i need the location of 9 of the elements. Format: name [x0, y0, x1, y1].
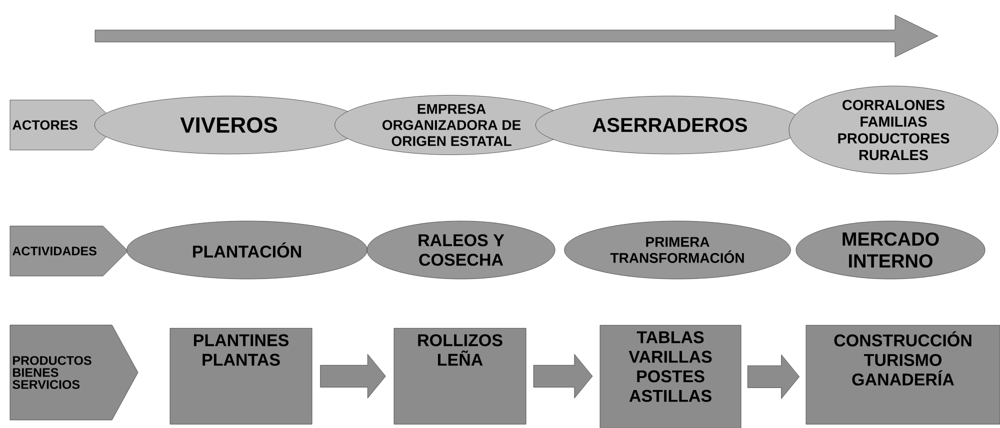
- category-tag: ACTIVIDADES: [10, 226, 128, 276]
- category-tag: PRODUCTOS BIENES SERVICIOS: [10, 324, 138, 420]
- product-box: TABLAS VARILLAS POSTES ASTILLAS: [600, 325, 742, 428]
- product-box: CONSTRUCCIÓN TURISMO GANADERÍA: [806, 325, 1000, 424]
- block-arrow: [320, 354, 386, 398]
- product-box: ROLLIZOS LEÑA: [394, 328, 526, 424]
- block-arrow: [747, 354, 800, 399]
- product-box: PLANTINES PLANTAS: [170, 328, 312, 424]
- block-arrow: [533, 354, 593, 398]
